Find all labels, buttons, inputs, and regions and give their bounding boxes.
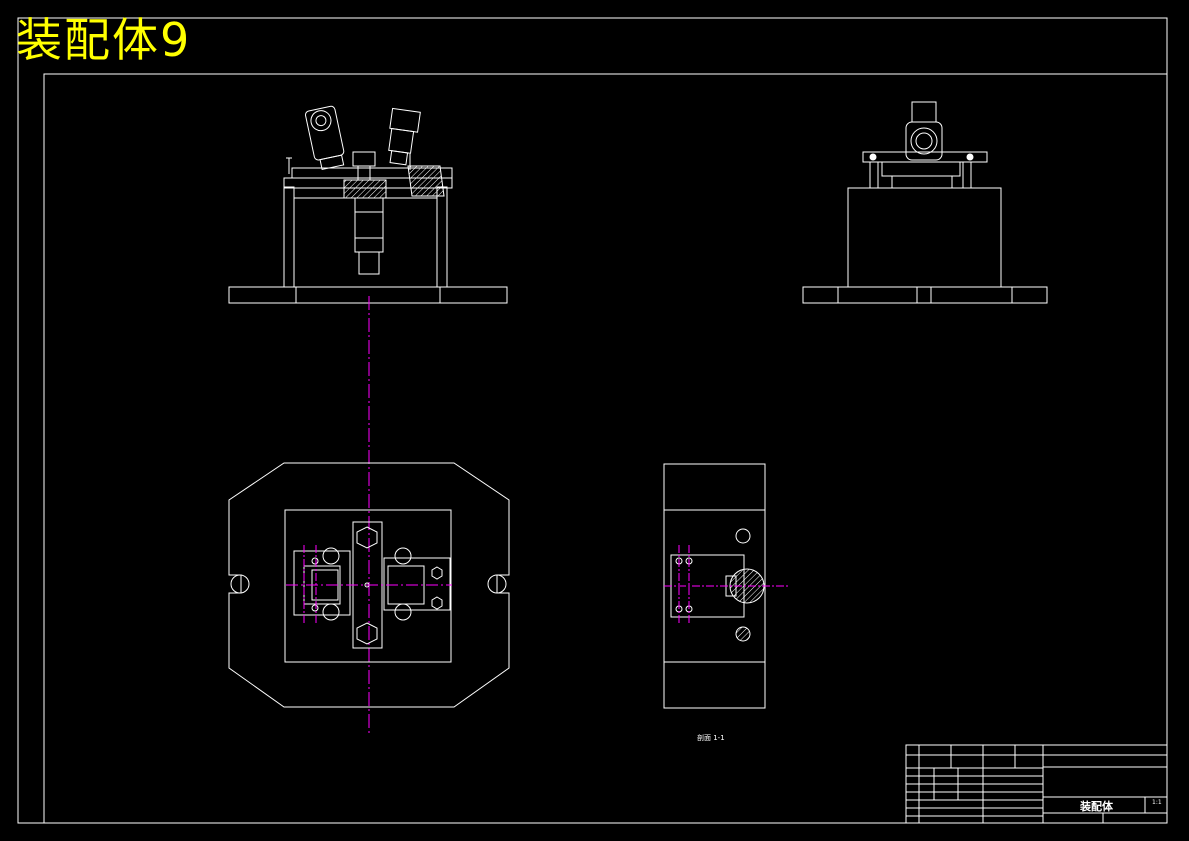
front-right-section-hatch [407,165,445,197]
side-base-plate [802,286,1048,304]
front-shaft [354,197,384,253]
side-body-block [847,187,1002,288]
side-clamp-body [905,121,943,161]
drawing-title: 装配体9 [16,13,192,67]
side-clamp-top [911,101,937,123]
sheet-border [17,17,1168,824]
front-base-plate [228,286,508,304]
front-left-column [283,186,295,288]
front-view [228,105,508,304]
section-hole-bottom [735,626,751,642]
title-block [905,744,1168,824]
title-block-scale: 1:1 [1152,799,1162,806]
top-hex-bolt [356,526,378,549]
bottom-hex-bolt [356,622,378,645]
front-right-column [436,186,448,288]
front-section-hatch [343,179,387,199]
front-left-clamp [305,105,345,171]
left-clamp-block [293,550,351,616]
front-right-clamp [388,107,421,166]
section-view-centerlines [664,545,790,625]
section-hole-top [735,528,751,544]
title-block-part-name: 装配体 [1080,800,1113,813]
top-view-inner-rect [284,509,452,663]
section-view-label: 剖面 1-1 [697,734,725,742]
inner-frame [43,73,1168,824]
side-view [802,101,1048,304]
front-shaft-end [358,251,380,275]
top-view-bolt-centerlines [303,545,317,625]
front-bolt-head [352,151,376,167]
right-clamp-block [383,557,451,611]
